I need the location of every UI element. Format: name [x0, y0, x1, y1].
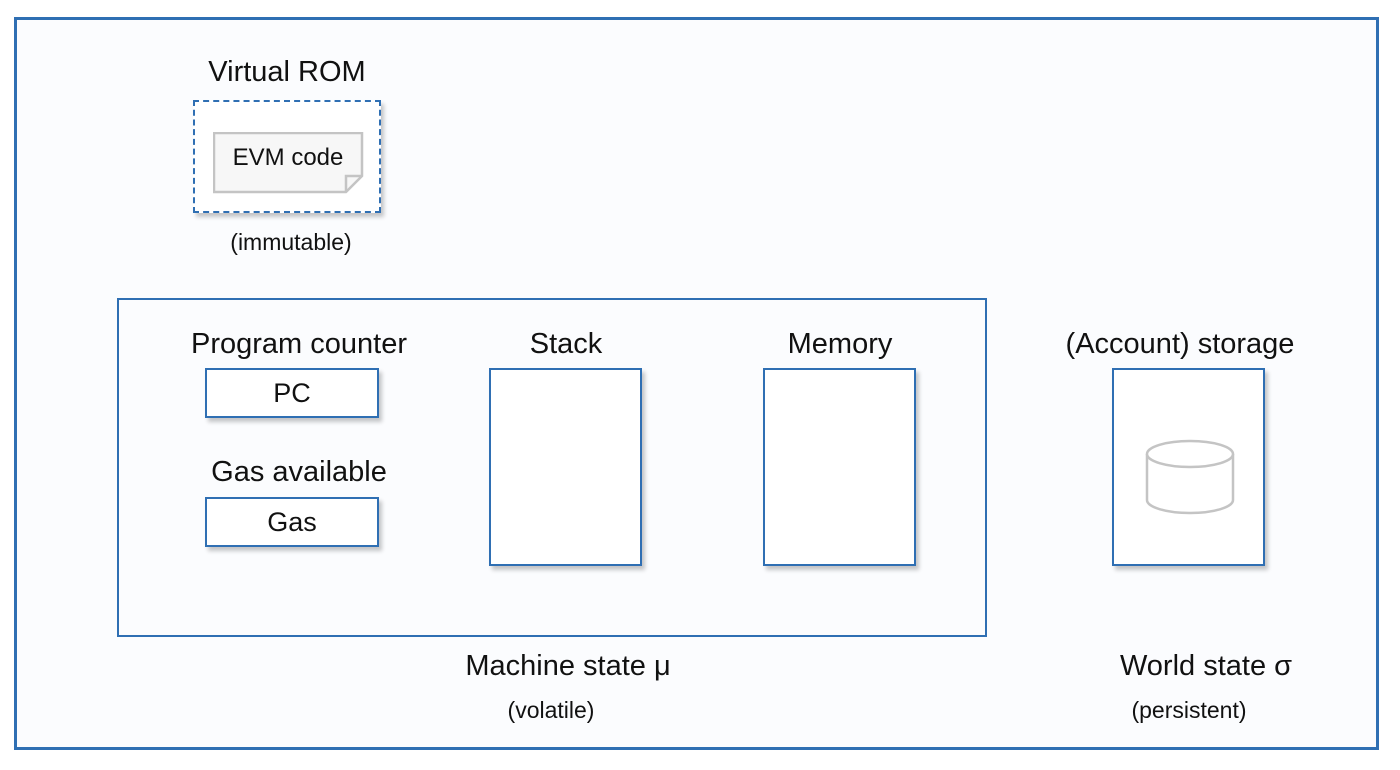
virtual-rom-box: EVM code	[193, 100, 381, 213]
account-storage-title: (Account) storage	[1065, 328, 1295, 360]
stack-box	[489, 368, 642, 566]
program-counter-title: Program counter	[191, 328, 407, 360]
gas-available-box: Gas	[205, 497, 379, 547]
machine-state-frame	[117, 298, 987, 637]
evm-code-label: EVM code	[232, 144, 344, 171]
world-state-caption: World state σ	[1119, 650, 1293, 682]
memory-box	[763, 368, 916, 566]
gas-available-value: Gas	[267, 506, 317, 537]
virtual-rom-title: Virtual ROM	[208, 56, 366, 88]
memory-title: Memory	[787, 328, 893, 360]
program-counter-box: PC	[205, 368, 379, 418]
gas-available-title: Gas available	[211, 456, 387, 488]
virtual-rom-note: (immutable)	[230, 229, 352, 255]
machine-state-caption: Machine state μ	[465, 650, 671, 682]
database-icon	[1145, 439, 1235, 515]
document-icon: EVM code	[213, 132, 364, 194]
stack-title: Stack	[529, 328, 603, 360]
machine-state-note: (volatile)	[507, 697, 595, 723]
world-state-note: (persistent)	[1131, 697, 1247, 723]
program-counter-value: PC	[273, 377, 311, 408]
account-storage-box	[1112, 368, 1265, 566]
